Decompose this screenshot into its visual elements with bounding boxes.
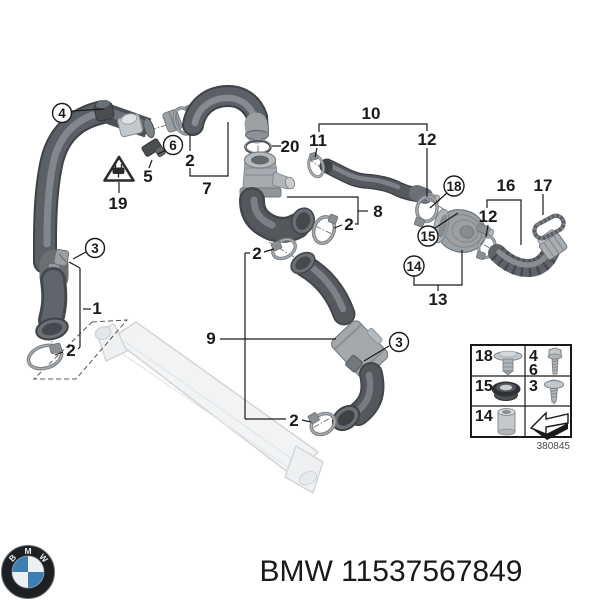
callout-2-lower9: 2 — [289, 411, 298, 430]
legend-ref-18: 18 — [475, 348, 493, 365]
elbow-hose-7 — [182, 84, 269, 144]
part-number: BMW 11537567849 — [260, 555, 523, 588]
detail-view-dashed-box — [32, 319, 129, 380]
warning-triangle-19 — [103, 155, 135, 182]
charge-air-pipe-1 — [33, 100, 155, 341]
callout-10: 10 — [362, 104, 381, 123]
logo-letter-m: M — [24, 546, 31, 556]
rubber-grommet-icon — [491, 381, 521, 401]
parts-legend: 18 4 6 15 3 — [470, 344, 572, 440]
throttle-pipe-8 — [239, 151, 316, 243]
hose-clamp-11 — [307, 152, 325, 179]
callout-circle-18 — [443, 175, 465, 197]
drawing-number: 380845 — [537, 441, 571, 452]
callout-circle-6 — [162, 134, 184, 156]
hose-clamp-12-a — [413, 194, 439, 228]
hose-clamp-2-upper9 — [270, 237, 297, 261]
callout-circle-14 — [403, 255, 425, 277]
callout-2-top: 2 — [185, 151, 194, 170]
callout-2-mid: 2 — [344, 215, 353, 234]
bmw-logo: B M W — [1, 545, 55, 599]
sensor-clip-3-left — [53, 249, 70, 267]
callout-20: 20 — [281, 137, 300, 156]
intercooler-outline — [94, 321, 324, 495]
temperature-sensor-5 — [141, 138, 166, 158]
hose-clamp-2-lower9 — [307, 411, 337, 437]
callout-circle-15 — [417, 225, 439, 247]
bellows-hose-16 — [488, 229, 568, 278]
callout-14: 14 — [406, 259, 422, 274]
callout-12-b: 12 — [479, 207, 498, 226]
charge-air-hose-9 — [290, 251, 389, 432]
callout-circle-4 — [51, 102, 73, 124]
legend-ref-14: 14 — [475, 408, 493, 425]
hose-clamp-2-mid — [311, 213, 339, 246]
callout-19: 19 — [109, 194, 128, 213]
legend-ref-4: 4 — [529, 348, 538, 365]
callout-15: 15 — [420, 229, 436, 244]
callout-7: 7 — [202, 179, 211, 198]
callout-8: 8 — [373, 202, 382, 221]
callout-3-left: 3 — [91, 241, 99, 256]
legend-ref-3: 3 — [529, 378, 538, 395]
logo-letter-b: B — [7, 552, 19, 563]
hex-bolt-icon — [547, 347, 563, 375]
callout-18: 18 — [446, 179, 462, 194]
hose-clamp-2-left — [26, 342, 64, 371]
sensor-boss-4 — [93, 99, 115, 122]
spacer-sleeve-icon — [497, 408, 516, 436]
callout-16: 16 — [497, 176, 516, 195]
legend-ref-6: 6 — [529, 362, 538, 379]
callout-2-left: 2 — [66, 341, 75, 360]
callout-5: 5 — [143, 167, 152, 186]
sensor-clip-3-right — [345, 354, 363, 373]
callout-9: 9 — [206, 329, 215, 348]
leader-lines — [54, 108, 544, 423]
legend-ref-15: 15 — [475, 378, 493, 395]
callout-11: 11 — [309, 131, 327, 150]
callout-circle-3-right — [388, 331, 410, 353]
expansion-rivet-icon — [493, 350, 523, 376]
plug-icon — [112, 167, 125, 174]
callout-1: 1 — [92, 299, 101, 318]
callout-4: 4 — [58, 106, 66, 121]
callout-17: 17 — [534, 176, 553, 195]
pipe-fitting — [117, 113, 143, 138]
callout-3-right: 3 — [395, 335, 403, 350]
callout-2-upper9: 2 — [252, 244, 261, 263]
direction-arrow-icon — [529, 411, 569, 440]
washer-screw-icon — [544, 379, 564, 405]
callout-labels: 4 6 5 19 2 7 20 11 10 12 12 18 16 17 15 … — [51, 102, 553, 430]
callout-13: 13 — [429, 290, 448, 309]
callout-circle-3-left — [84, 237, 106, 259]
callout-12-a: 12 — [418, 130, 437, 149]
profile-gasket-17 — [532, 213, 566, 241]
callout-6: 6 — [169, 138, 177, 153]
